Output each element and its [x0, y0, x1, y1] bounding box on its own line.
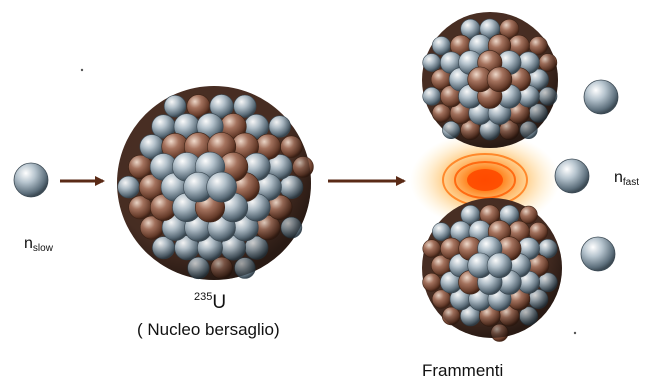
neutron-fast-3: [580, 236, 616, 272]
neutron-fast-1: [583, 79, 619, 115]
speck: [80, 68, 84, 72]
neutron-slow: [13, 162, 49, 198]
fragment-nucleus-bottom: [422, 198, 562, 342]
neutron-fast-label: nfast: [614, 169, 640, 188]
target-nucleus-caption: ( Nucleo bersaglio): [137, 320, 280, 339]
fragment-nucleus-top: [422, 12, 558, 148]
target-nucleus: [117, 86, 314, 280]
neutron-fast-2: [554, 158, 590, 194]
uranium-235-label: 235U: [194, 291, 227, 313]
energy-flash: [410, 132, 560, 228]
fragments-caption: Frammenti: [422, 361, 504, 380]
speck: [573, 331, 577, 335]
neutron-slow-label: nslow: [24, 235, 53, 254]
